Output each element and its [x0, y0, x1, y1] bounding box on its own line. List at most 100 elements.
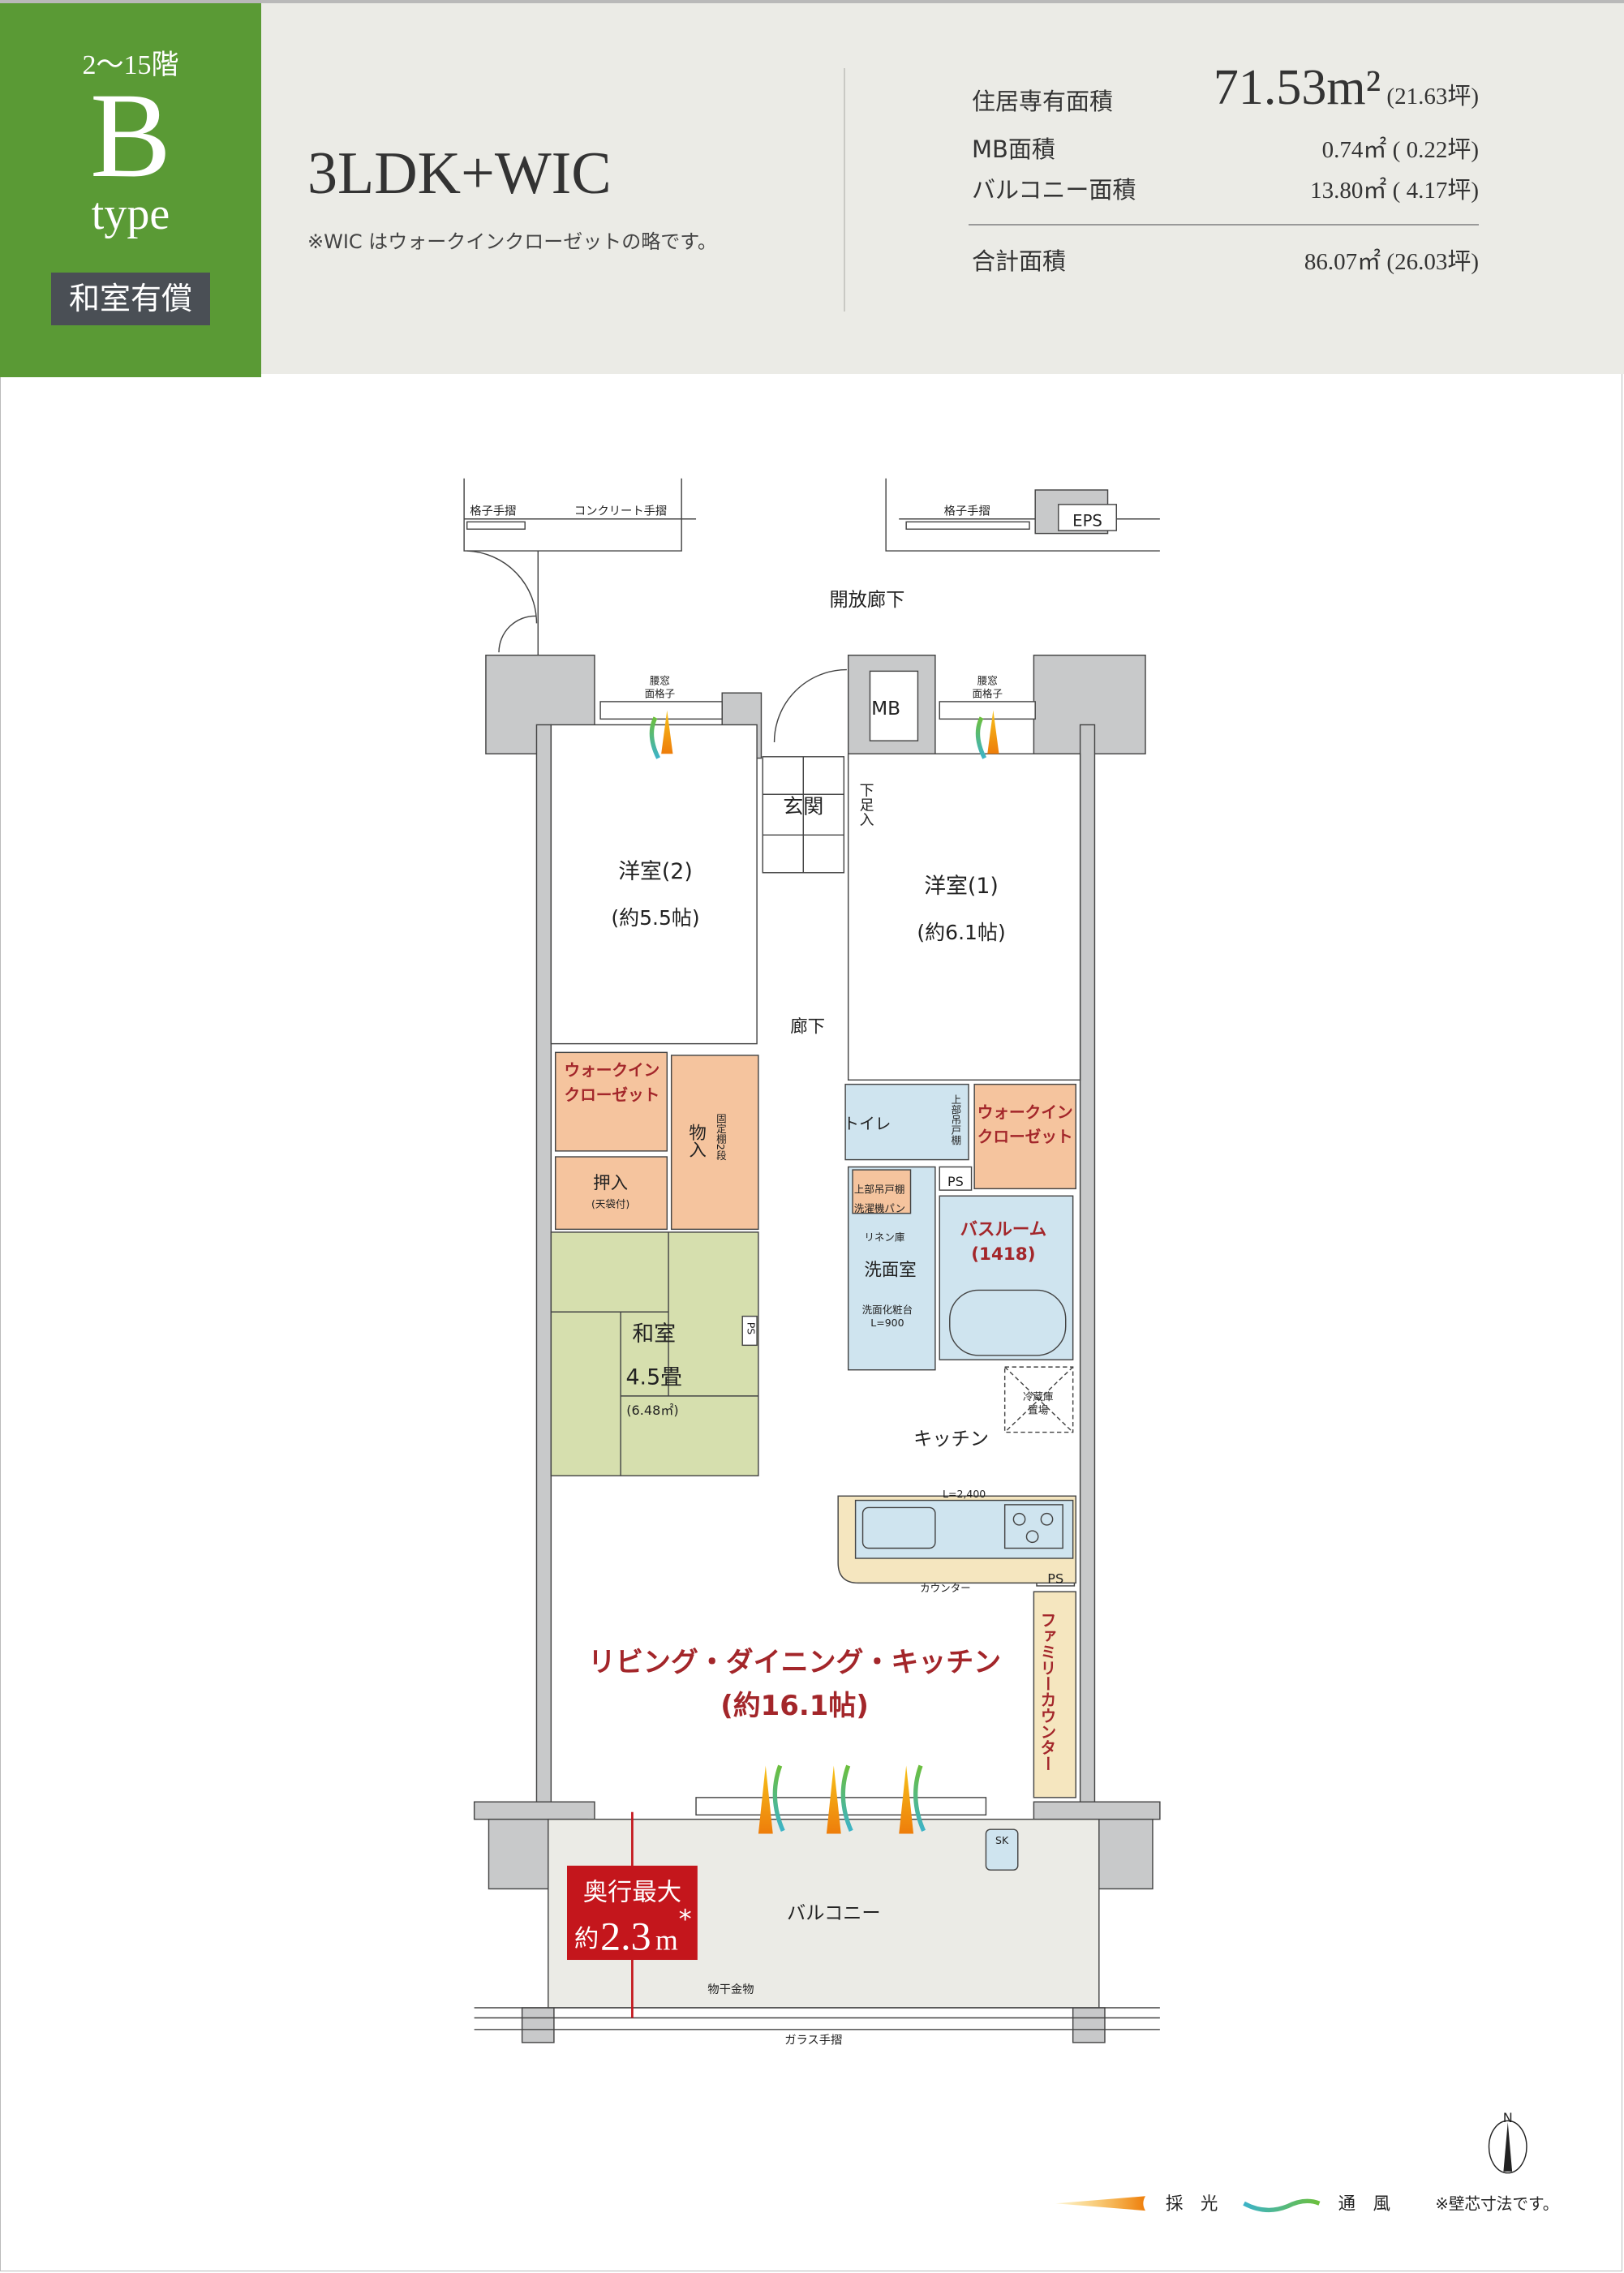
- depth-value: 2.3: [600, 1914, 651, 1959]
- area-value: 13.80㎡: [1310, 178, 1387, 204]
- ldk-label: リビング・ダイニング・キッチン: [588, 1646, 1001, 1678]
- label: コンクリート手摺: [574, 504, 667, 518]
- area-tsubo: ( 0.22坪): [1392, 137, 1479, 163]
- window: [939, 701, 1036, 720]
- area-value: 0.74㎡: [1321, 137, 1387, 163]
- label: ウォークイン: [977, 1103, 1073, 1122]
- label: バスルーム: [960, 1220, 1047, 1240]
- label: L=900: [870, 1317, 904, 1329]
- corridor-railings: [463, 478, 1160, 655]
- area-label: バルコニー面積: [972, 176, 1136, 204]
- type-panel: 2〜15階 B type 和室有償: [0, 3, 261, 377]
- header: 2〜15階 B type 和室有償 3LDK+WIC ※WIC はウォークインク…: [0, 0, 1624, 377]
- depth-label: 奥行最大: [583, 1879, 681, 1907]
- label: ガラス手摺: [784, 2034, 842, 2047]
- room-toilet: [844, 1083, 969, 1161]
- area-tsubo: (21.63坪): [1386, 84, 1479, 110]
- label: 腰窓: [977, 674, 998, 686]
- label: 上部吊戸棚: [949, 1094, 961, 1145]
- label: (1418): [971, 1244, 1035, 1265]
- oshiire: [554, 1156, 668, 1231]
- light-legend-icon: [1055, 2196, 1146, 2211]
- plan-labels: 格子手摺 コンクリート手摺 格子手摺 EPS 開放廊下 腰窓 面格子 腰窓 面格…: [470, 504, 1102, 2047]
- label: (約6.1帖): [917, 921, 1005, 944]
- depth-unit: m: [655, 1924, 678, 1957]
- type-word: type: [91, 189, 170, 239]
- window: [695, 1797, 987, 1816]
- label: カウンター: [920, 1582, 971, 1594]
- total-value: 86.07㎡: [1304, 249, 1381, 275]
- area-divider: [969, 224, 1479, 226]
- label: クローゼット: [977, 1128, 1073, 1146]
- label: 面格子: [645, 688, 676, 700]
- layout-title: 3LDK+WIC: [307, 140, 612, 207]
- divider: [844, 68, 845, 312]
- label: ウォークイン: [564, 1061, 659, 1080]
- sk-sink: [985, 1828, 1019, 1871]
- label: ファミリーカウンター: [1038, 1612, 1056, 1772]
- label: 開放廊下: [829, 589, 904, 611]
- window: [599, 701, 723, 720]
- label: (天袋付): [591, 1198, 629, 1210]
- area-row-total: 合計面積 86.07㎡ (26.03坪): [972, 241, 1479, 281]
- area-tsubo: ( 4.17坪): [1392, 178, 1479, 204]
- label: (約5.5帖): [611, 906, 699, 930]
- wic-left: [554, 1051, 668, 1152]
- washitsu-badge: 和室有償: [51, 273, 210, 325]
- label: トイレ: [843, 1115, 891, 1133]
- label: (6.48㎡): [626, 1403, 678, 1418]
- room-western-2: [550, 724, 758, 1045]
- label: PS: [1047, 1570, 1063, 1586]
- wind-legend-icon: [1243, 2198, 1321, 2213]
- family-counter: [1033, 1591, 1076, 1798]
- label: EPS: [1072, 512, 1102, 531]
- room-washitsu: [550, 1231, 759, 1476]
- light-wind-arrows: [649, 710, 999, 1834]
- wic-right: [973, 1083, 1076, 1190]
- total-label: 合計面積: [972, 247, 1067, 275]
- label: 固定棚2段: [715, 1113, 727, 1160]
- label: 和室: [632, 1321, 676, 1347]
- bathtub: [949, 1289, 1067, 1356]
- area-row-mb: MB面積 0.74㎡ ( 0.22坪): [972, 129, 1479, 170]
- label: 冷蔵庫: [1023, 1390, 1054, 1403]
- area-label: MB面積: [972, 135, 1055, 163]
- entrance-door: [773, 668, 847, 742]
- storage: [670, 1055, 759, 1231]
- depth-mark: *: [679, 1904, 692, 1935]
- label: L=2,400: [943, 1488, 986, 1500]
- floors-label: 2〜15階: [82, 50, 179, 80]
- label: 4.5畳: [626, 1365, 682, 1390]
- label: 物入: [686, 1124, 707, 1158]
- balcony-label: バルコニー: [787, 1902, 881, 1924]
- label: 洗面室: [864, 1261, 916, 1281]
- label: リネン庫: [864, 1231, 904, 1244]
- label: キッチン: [913, 1429, 989, 1450]
- label: 面格子: [972, 688, 1003, 700]
- dimension-note: ※壁芯寸法です。: [1435, 2194, 1558, 2213]
- label: 物干金物: [707, 1983, 754, 1996]
- area-value: 71.53: [1213, 60, 1327, 115]
- area-unit: m²: [1326, 60, 1381, 115]
- label: PS: [947, 1174, 964, 1189]
- label: クローゼット: [564, 1085, 659, 1104]
- legend-wind: 通 風: [1338, 2194, 1390, 2214]
- total-tsubo: (26.03坪): [1386, 249, 1479, 275]
- ldk-size: (約16.1帖): [720, 1690, 869, 1722]
- label: 格子手摺: [470, 504, 516, 518]
- label: 格子手摺: [944, 504, 990, 518]
- label: 玄関: [783, 795, 823, 819]
- type-letter: B: [89, 68, 172, 203]
- label: 洋室(2): [618, 859, 693, 884]
- depth-prefix: 約: [574, 1925, 599, 1953]
- room-western-1: [847, 753, 1081, 1081]
- area-row-balcony: バルコニー面積 13.80㎡ ( 4.17坪): [972, 170, 1479, 210]
- wic-note: ※WIC はウォークインクローゼットの略です。: [307, 230, 717, 253]
- label: 腰窓: [650, 674, 670, 686]
- depth-badge: [566, 1865, 698, 1961]
- label: 廊下: [790, 1016, 825, 1037]
- label: PS: [745, 1322, 757, 1335]
- label: 押入: [593, 1173, 628, 1193]
- compass-n: N: [1503, 2110, 1513, 2125]
